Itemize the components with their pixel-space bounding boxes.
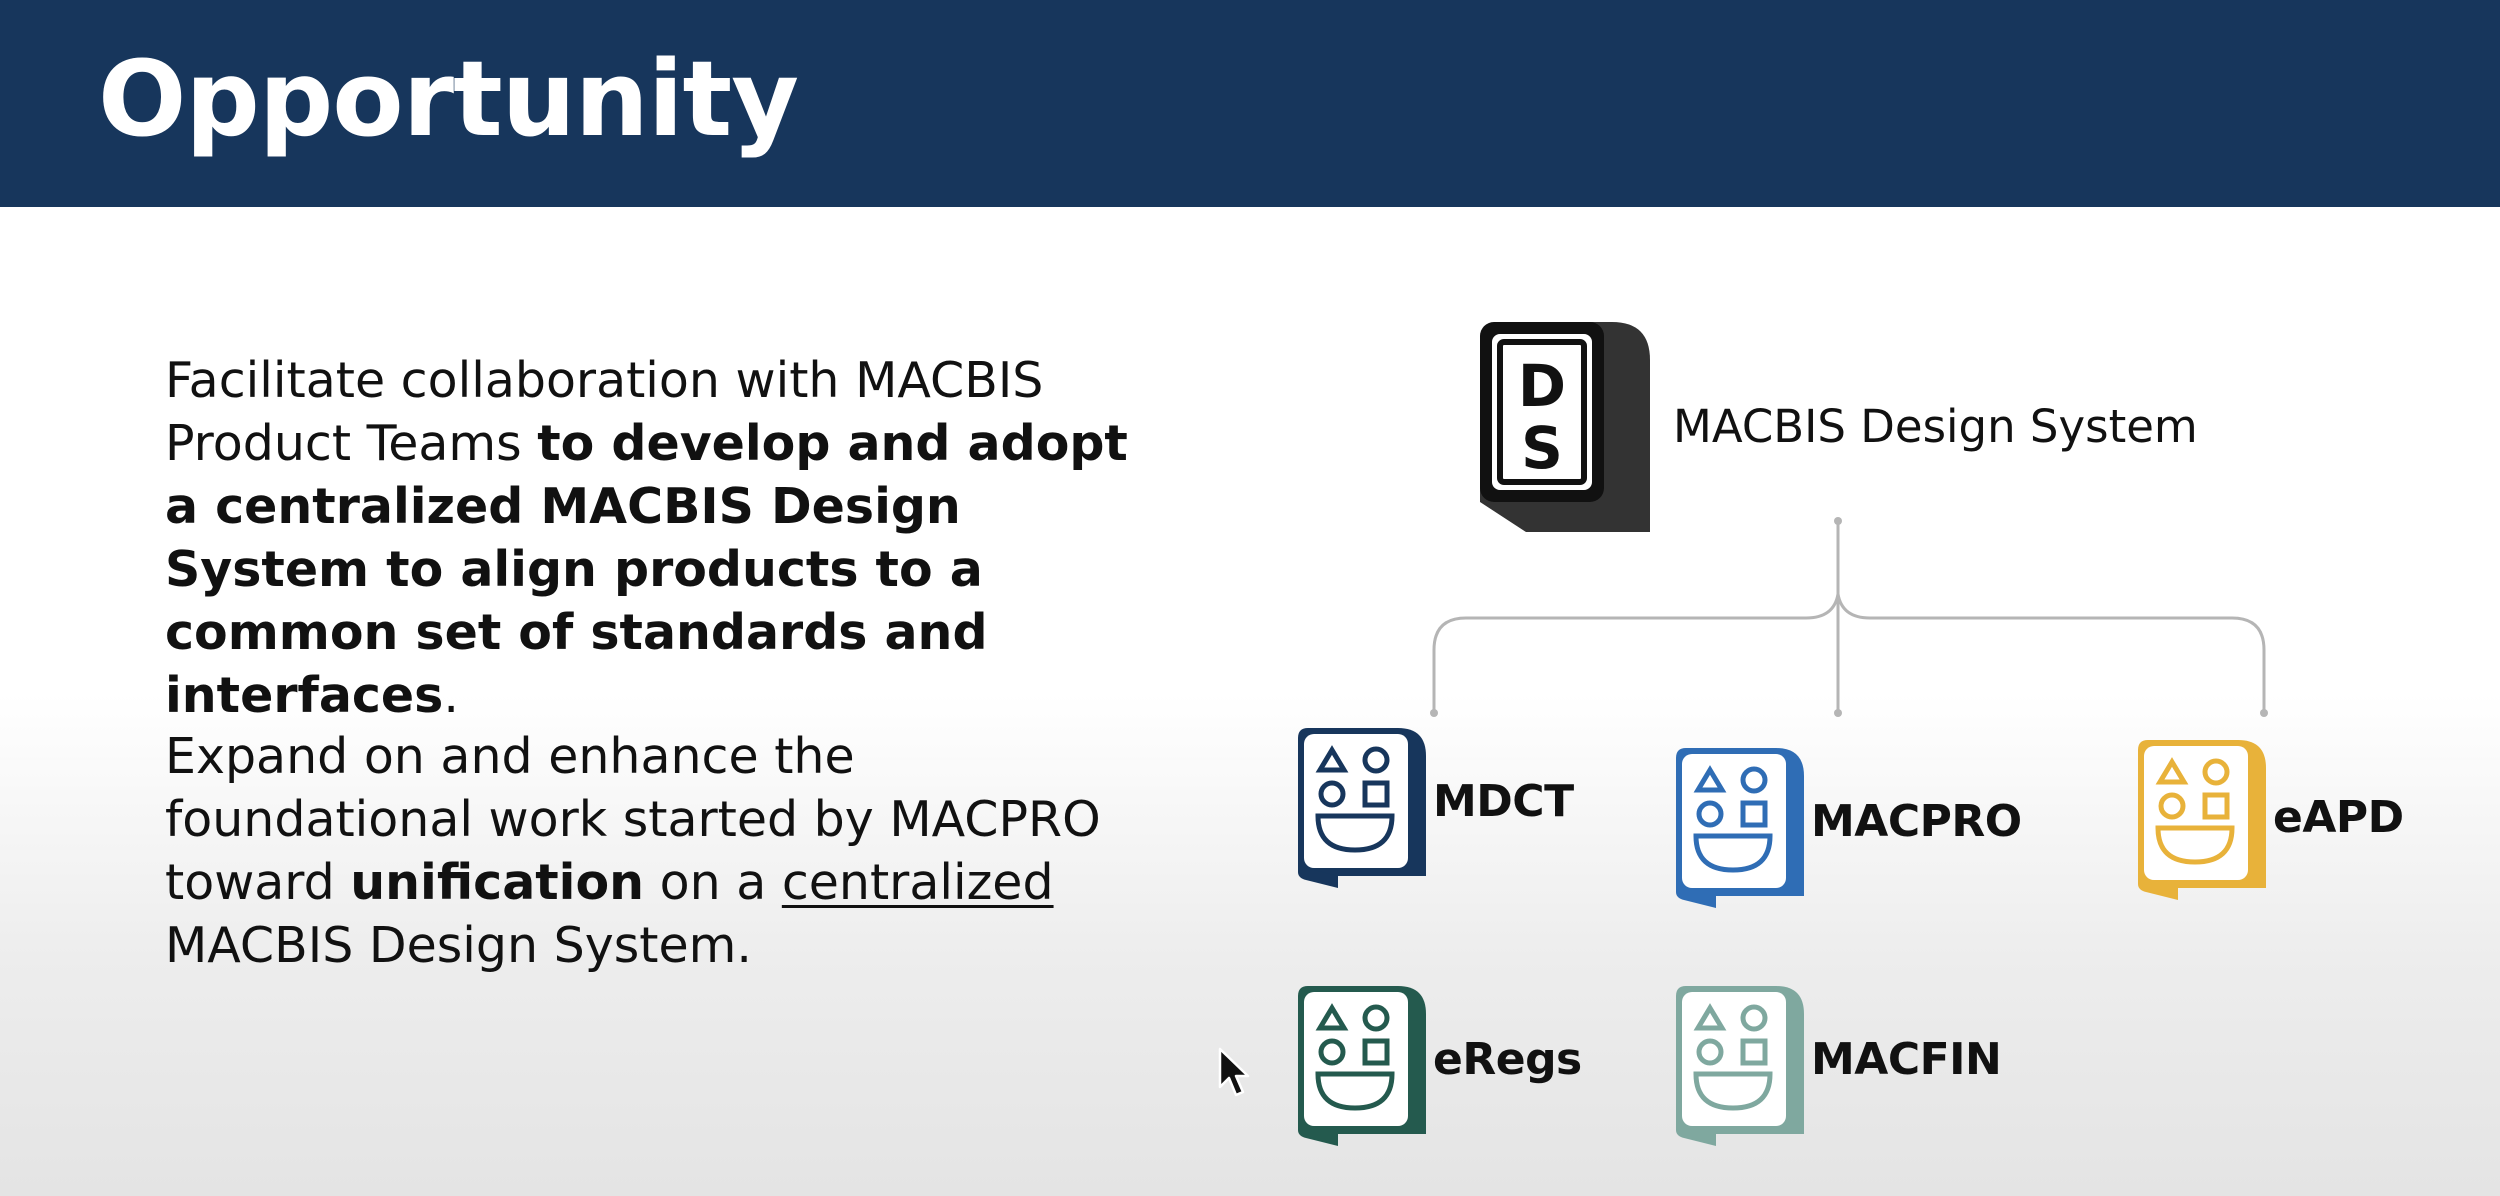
ds-logo-icon: D S — [1480, 322, 1650, 532]
paragraph-text: . — [443, 667, 459, 724]
paragraph-text: Expand on and enhance the foundational w… — [165, 728, 1101, 911]
paragraph-text: Facilitate collaboration with MACBIS Pro… — [165, 352, 1044, 472]
product-shapes-icon — [1298, 728, 1426, 888]
title-bar: Opportunity — [0, 0, 2500, 207]
design-system-label: MACBIS Design System — [1673, 400, 2198, 453]
paragraph-underlined-text: centralized — [781, 854, 1054, 911]
paragraph-collaboration: Facilitate collaboration with MACBIS Pro… — [165, 349, 1145, 727]
product-shapes-icon — [2138, 740, 2266, 900]
paragraph-bold-text: to develop and adopt a centralized MACBI… — [165, 415, 1128, 724]
product-shapes-icon — [1298, 986, 1426, 1146]
product-shapes-icon — [1676, 986, 1804, 1146]
product-label-macpro: MACPRO — [1811, 796, 2022, 847]
ds-logo-letter: D — [1518, 352, 1566, 420]
product-label-macfin: MACFIN — [1811, 1034, 2002, 1085]
product-label-eapd: eAPD — [2273, 792, 2404, 843]
mouse-pointer-icon — [1218, 1047, 1250, 1097]
paragraph-expand: Expand on and enhance the foundational w… — [165, 725, 1145, 977]
paragraph-text: on a — [644, 854, 782, 911]
product-label-mdct: MDCT — [1433, 776, 1574, 827]
product-label-eregs: eRegs — [1433, 1034, 1582, 1085]
paragraph-bold-text: unification — [350, 854, 645, 911]
product-shapes-icon — [1676, 748, 1804, 908]
paragraph-text: MACBIS Design System. — [165, 917, 752, 974]
slide-title: Opportunity — [98, 38, 799, 160]
ds-logo-letter: S — [1521, 414, 1563, 482]
